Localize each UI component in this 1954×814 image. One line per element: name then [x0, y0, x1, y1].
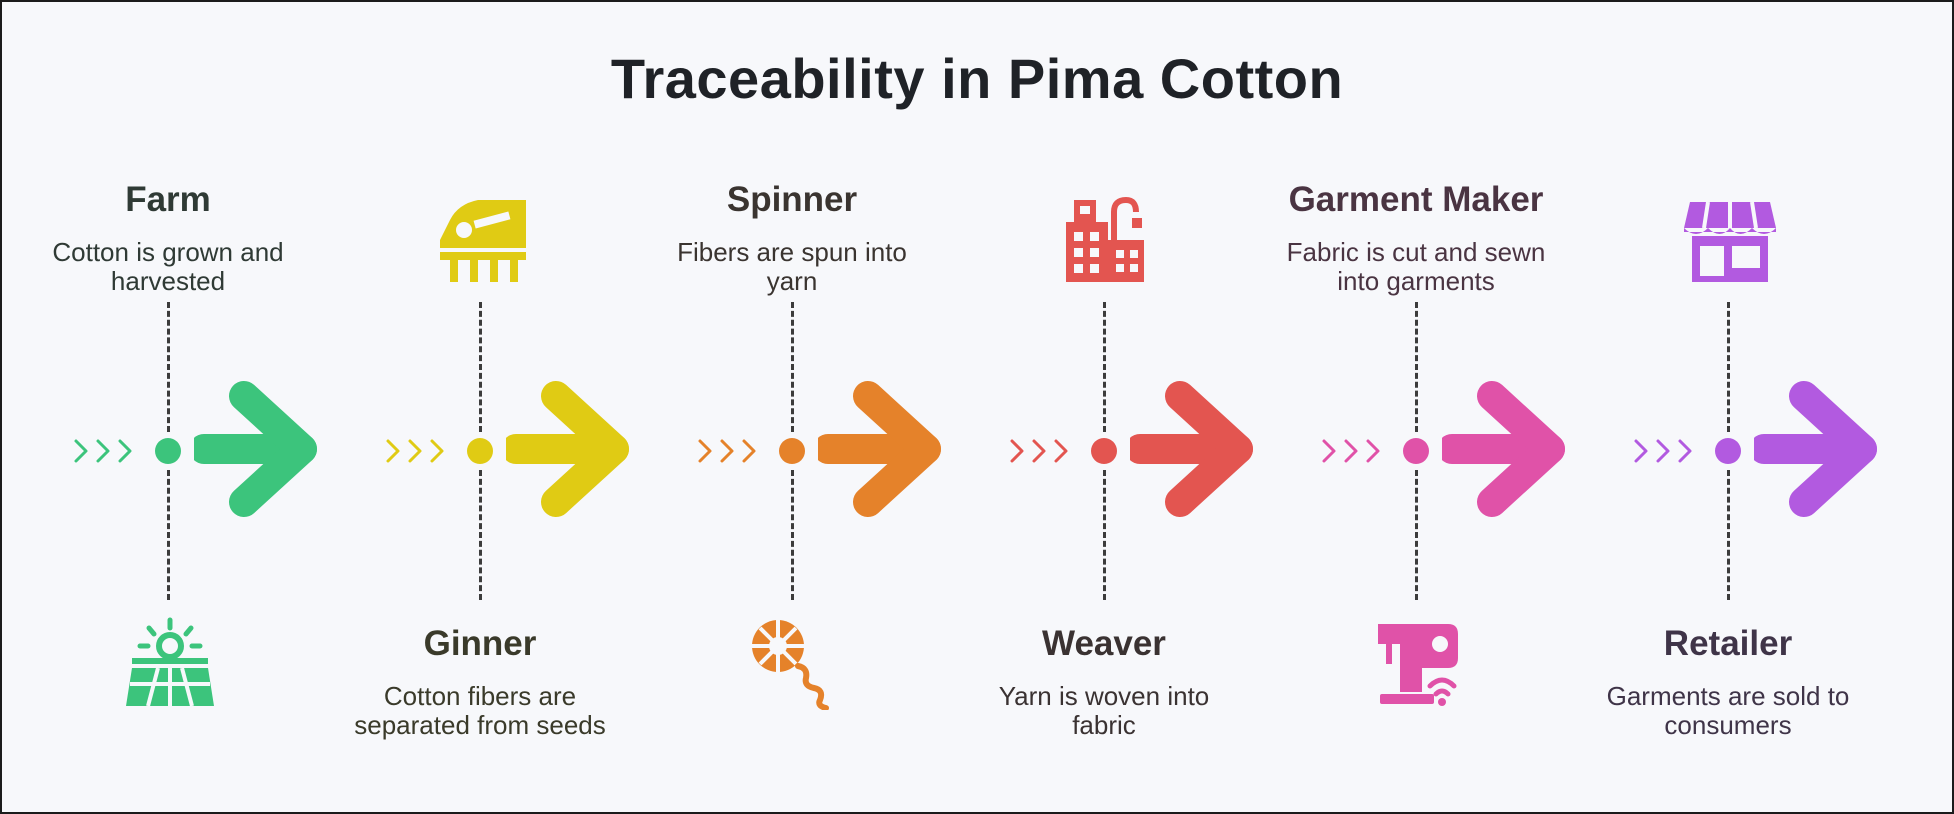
connector-line-upper [1727, 302, 1730, 432]
flow-arrow [1442, 381, 1565, 517]
farm-field-sun-icon [126, 617, 214, 707]
stage-description: Garments are sold to consumers [1606, 681, 1850, 740]
chevron-trail-icon [1322, 439, 1380, 463]
yarn-spool-icon [752, 620, 829, 710]
stage-dot [1715, 438, 1741, 464]
stage-dot [1403, 438, 1429, 464]
stage-description: Cotton is grown and harvested [52, 237, 284, 296]
connector-line-lower [479, 470, 482, 600]
connector-line-lower [1415, 470, 1418, 600]
chevron-trail-icon [698, 439, 756, 463]
connector-line-lower [1103, 470, 1106, 600]
stage-ginner: Ginner Cotton fibers are separated from … [324, 2, 636, 812]
chevron-trail-icon [74, 439, 132, 463]
cotton-gin-machine-icon [440, 200, 526, 282]
sewing-machine-icon [1378, 624, 1458, 706]
textile-factory-icon [1066, 196, 1144, 282]
connector-line-lower [1727, 470, 1730, 600]
connector-line-upper [1415, 302, 1418, 432]
flow-arrow [194, 381, 317, 517]
stage-title: Farm [125, 180, 211, 219]
stage-title: Retailer [1663, 624, 1793, 663]
stage-dot [779, 438, 805, 464]
stage-weaver: Weaver Yarn is woven into fabric [948, 2, 1260, 812]
stage-farm: Farm Cotton is grown and harvested [12, 2, 324, 812]
connector-line-upper [791, 302, 794, 432]
stage-title: Spinner [726, 180, 858, 219]
chevron-trail-icon [1634, 439, 1692, 463]
stage-garment-maker: Garment Maker Fabric is cut and sewn int… [1260, 2, 1572, 812]
stage-dot [1091, 438, 1117, 464]
stage-retailer: Retailer Garments are sold to consumers [1572, 2, 1884, 812]
connector-line-upper [479, 302, 482, 432]
stage-description: Fibers are spun into yarn [677, 237, 907, 296]
diagram-title: Traceability in Pima Cotton [610, 47, 1344, 110]
connector-line-upper [1103, 302, 1106, 432]
chevron-trail-icon [386, 439, 444, 463]
connector-line-lower [791, 470, 794, 600]
flow-arrow [1130, 381, 1253, 517]
stage-title: Garment Maker [1288, 180, 1544, 219]
stage-spinner: Spinner Fibers are spun into yarn [636, 2, 948, 812]
stage-dot [155, 438, 181, 464]
flow-arrow [818, 381, 941, 517]
stage-title: Ginner [423, 624, 537, 663]
stage-dot [467, 438, 493, 464]
storefront-icon [1684, 201, 1776, 282]
stage-description: Fabric is cut and sewn into garments [1286, 237, 1546, 296]
connector-line-lower [167, 470, 170, 600]
stage-title: Weaver [1042, 624, 1166, 663]
flow-arrow [1754, 381, 1877, 517]
chevron-trail-icon [1010, 439, 1068, 463]
stage-description: Yarn is woven into fabric [998, 681, 1210, 740]
stage-description: Cotton fibers are separated from seeds [354, 681, 606, 740]
connector-line-upper [167, 302, 170, 432]
flow-arrow [506, 381, 629, 517]
